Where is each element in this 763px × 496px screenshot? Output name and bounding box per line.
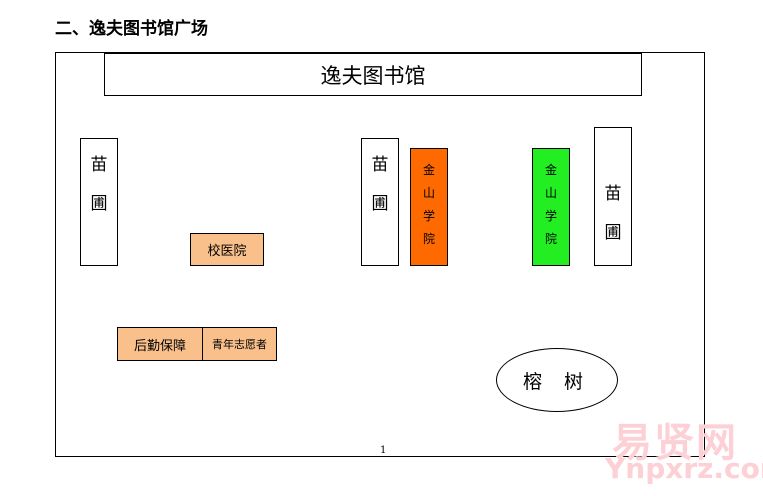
volunteer-label: 青年志愿者 [212, 338, 267, 351]
college-char: 学 [544, 209, 557, 223]
banyan-label: 榕 树 [522, 370, 592, 393]
nursery-char: 苗 [604, 184, 622, 204]
section-heading: 二、逸夫图书馆广场 [55, 19, 208, 39]
hospital-label: 校医院 [207, 244, 247, 259]
nursery-left: 苗 圃 [80, 138, 118, 266]
nursery-right: 苗 圃 [594, 127, 632, 266]
map-frame [55, 52, 705, 457]
nursery-char: 圃 [371, 194, 389, 214]
nursery-char: 苗 [90, 155, 108, 175]
watermark-url: Ynpxrz.com [605, 452, 763, 485]
nursery-char: 圃 [604, 223, 622, 243]
logistics-office: 后勤保障 [117, 327, 203, 361]
college-char: 院 [422, 232, 435, 246]
banyan-tree: 榕 树 [496, 348, 618, 412]
jinshan-college-left: 金 山 学 院 [410, 148, 448, 266]
volunteer-office: 青年志愿者 [202, 327, 277, 361]
nursery-char: 苗 [371, 155, 389, 175]
college-char: 山 [544, 186, 557, 200]
college-char: 金 [544, 163, 557, 177]
page-number: 1 [380, 445, 387, 456]
nursery-center: 苗 圃 [361, 138, 399, 266]
jinshan-college-right: 金 山 学 院 [532, 148, 570, 266]
school-hospital: 校医院 [190, 233, 264, 266]
college-char: 学 [422, 209, 435, 223]
nursery-char: 圃 [90, 194, 108, 214]
library-building: 逸夫图书馆 [104, 53, 642, 96]
watermark-site-name: 易贤网 [612, 420, 738, 466]
college-char: 山 [422, 186, 435, 200]
college-char: 院 [544, 232, 557, 246]
college-char: 金 [422, 163, 435, 177]
logistics-label: 后勤保障 [133, 338, 186, 354]
library-label: 逸夫图书馆 [320, 63, 426, 88]
